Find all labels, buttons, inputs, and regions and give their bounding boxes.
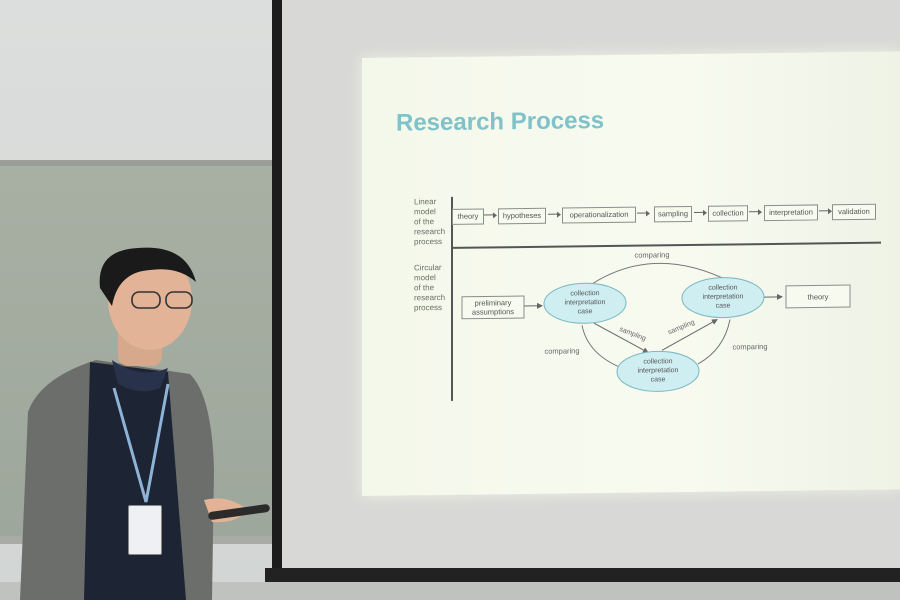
ellipse-label: interpretation bbox=[703, 293, 744, 301]
floor-strip bbox=[0, 582, 900, 600]
ellipse-label: collection bbox=[570, 290, 599, 297]
ellipse-label: collection bbox=[708, 284, 737, 291]
cycle-ellipse-right bbox=[681, 277, 765, 319]
shirt-collar bbox=[112, 360, 168, 392]
cycle-ellipse-left bbox=[543, 282, 627, 324]
edge-label-comparing-top: comparing bbox=[634, 250, 669, 259]
ellipse-label: collection bbox=[643, 358, 672, 365]
glasses-icon bbox=[131, 291, 161, 309]
ellipse-label: case bbox=[716, 302, 731, 309]
comparing-arc-top bbox=[586, 262, 731, 288]
sampling-arrow-up bbox=[661, 319, 718, 351]
presenter bbox=[20, 247, 248, 600]
comparing-arc-left bbox=[581, 325, 625, 370]
edge-label-comparing-left: comparing bbox=[544, 346, 579, 355]
hair bbox=[99, 247, 196, 306]
circular-model-diagram: preliminary assumptions collection inter… bbox=[461, 250, 851, 392]
edge-label-comparing-right: comparing bbox=[732, 342, 767, 351]
ellipse-label: interpretation bbox=[638, 367, 679, 375]
box-label: preliminary bbox=[475, 298, 512, 307]
ellipse-label: case bbox=[578, 308, 593, 315]
projected-slide: Research Process Linear model of the res… bbox=[362, 51, 900, 497]
box-label: theory bbox=[808, 292, 829, 301]
box-label: assumptions bbox=[472, 307, 514, 317]
comparing-arc-right bbox=[697, 319, 731, 365]
ellipse-label: case bbox=[651, 376, 666, 383]
glasses-icon bbox=[165, 291, 193, 309]
name-badge bbox=[128, 505, 162, 555]
lanyard bbox=[112, 383, 170, 503]
edge-label-sampling-down: sampling bbox=[618, 326, 647, 343]
ellipse-label: interpretation bbox=[565, 299, 606, 307]
theory-box bbox=[785, 284, 851, 309]
sampling-arrow-down bbox=[593, 322, 649, 353]
preliminary-assumptions-box bbox=[461, 295, 525, 320]
screen-bottom-bar bbox=[265, 568, 900, 582]
cycle-ellipse-bottom bbox=[616, 350, 700, 392]
